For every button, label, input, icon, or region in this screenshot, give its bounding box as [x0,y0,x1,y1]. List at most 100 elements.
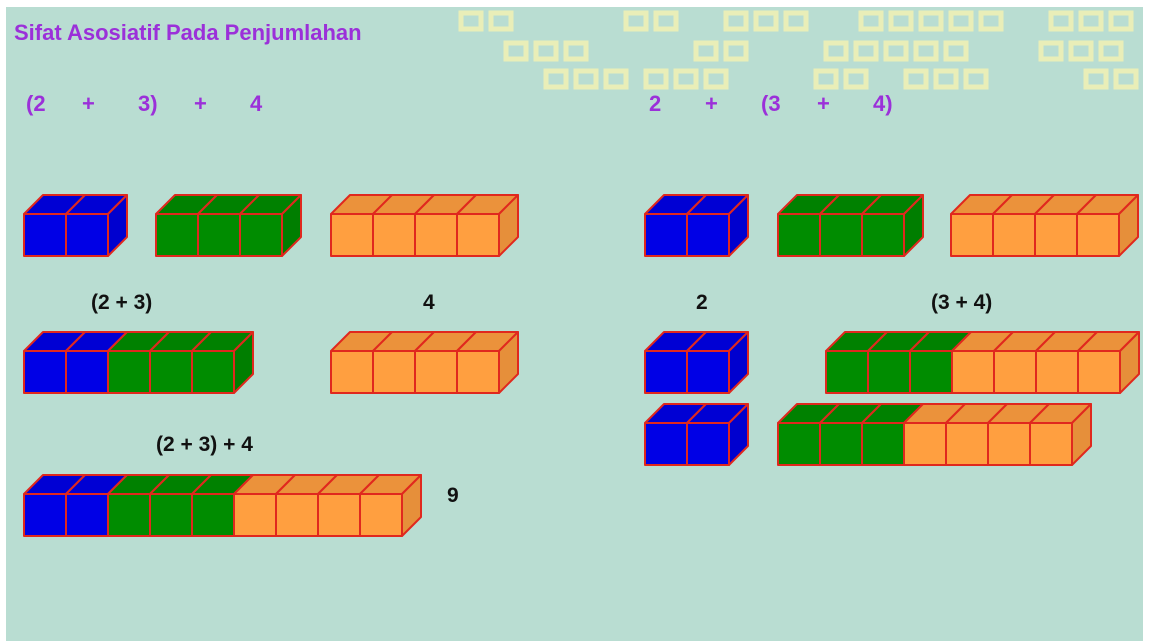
decorative-square [861,13,881,29]
cube-front-face [904,423,946,465]
decorative-square [706,71,726,87]
decorative-square [656,13,676,29]
cube-front-face [150,351,192,393]
cube-front-face [331,214,373,256]
decorative-square [946,43,966,59]
decorative-square [491,13,511,29]
right-bar-three-plus-four [824,330,1141,395]
cube-front-face [645,351,687,393]
decorative-square [921,13,941,29]
decorative-square [981,13,1001,29]
cube-front-face [645,423,687,465]
cube-front-face [457,214,499,256]
left-bar-three [154,193,303,258]
decorative-square [826,43,846,59]
label-four: 4 [423,291,435,315]
cube-front-face [276,494,318,536]
cube-front-face [360,494,402,536]
left-expression: (2 + 3) + 4 [26,91,586,131]
left-bar-total-nine [22,473,423,538]
cube-front-face [994,351,1036,393]
cube-front-face [778,214,820,256]
label-two: 2 [696,291,708,315]
label-combined-sum: (2 + 3) + 4 [156,433,253,457]
slide-title: Sifat Asosiatif Pada Penjumlahan [14,20,362,46]
cube-front-face [318,494,360,536]
lesson-slide: Sifat Asosiatif Pada Penjumlahan (2 + 3)… [6,7,1143,641]
decorative-square [916,43,936,59]
cube-front-face [192,494,234,536]
cube-front-face [862,214,904,256]
cube-front-face [192,351,234,393]
cube-front-face [1077,214,1119,256]
cube-front-face [1035,214,1077,256]
cube-front-face [415,214,457,256]
cube-front-face [108,494,150,536]
cube-front-face [24,214,66,256]
right-expr-token: 4) [873,91,893,117]
cube-front-face [952,351,994,393]
cube-front-face [862,423,904,465]
decorative-square [786,13,806,29]
cube-front-face [108,351,150,393]
cube-front-face [910,351,952,393]
decorative-square [1071,43,1091,59]
cube-front-face [240,214,282,256]
decorative-square [1086,71,1106,87]
decorative-square [856,43,876,59]
cube-front-face [198,214,240,256]
decorative-square [506,43,526,59]
right-expr-token: + [705,91,718,117]
decorative-square [646,71,666,87]
cube-front-face [868,351,910,393]
right-bar-two-third [643,402,750,467]
right-expr-token: + [817,91,830,117]
decorative-square [951,13,971,29]
cube-front-face [457,351,499,393]
decorative-square [756,13,776,29]
decorative-square [726,43,746,59]
cube-front-face [820,423,862,465]
right-bar-three [776,193,925,258]
cube-front-face [826,351,868,393]
left-expr-token: + [82,91,95,117]
decorative-square [536,43,556,59]
cube-front-face [1036,351,1078,393]
label-two-plus-three: (2 + 3) [91,291,152,315]
cube-front-face [687,351,729,393]
decorative-square [1081,13,1101,29]
left-expr-token: 4 [250,91,262,117]
decorative-square [626,13,646,29]
decorative-square [1111,13,1131,29]
decorative-square [1116,71,1136,87]
label-three-plus-four: (3 + 4) [931,291,992,315]
decorative-square [546,71,566,87]
right-expr-token: (3 [761,91,781,117]
decorative-square [676,71,696,87]
decorative-square [966,71,986,87]
decorative-square [906,71,926,87]
cube-front-face [988,423,1030,465]
decorative-square [816,71,836,87]
cube-front-face [24,494,66,536]
cube-front-face [993,214,1035,256]
decorative-square [891,13,911,29]
decorative-square [461,13,481,29]
decorative-square [846,71,866,87]
decorative-square [696,43,716,59]
cube-front-face [1030,423,1072,465]
left-expr-token: 3) [138,91,158,117]
decorative-square [1101,43,1121,59]
left-bar-two-plus-three [22,330,255,395]
cube-front-face [687,423,729,465]
left-expr-token: (2 [26,91,46,117]
decorative-square [886,43,906,59]
left-bar-four [329,193,520,258]
cube-front-face [645,214,687,256]
decorative-square [1041,43,1061,59]
left-bar-two [22,193,129,258]
decorative-square [576,71,596,87]
cube-front-face [415,351,457,393]
decorative-square [606,71,626,87]
right-bar-two [643,193,750,258]
